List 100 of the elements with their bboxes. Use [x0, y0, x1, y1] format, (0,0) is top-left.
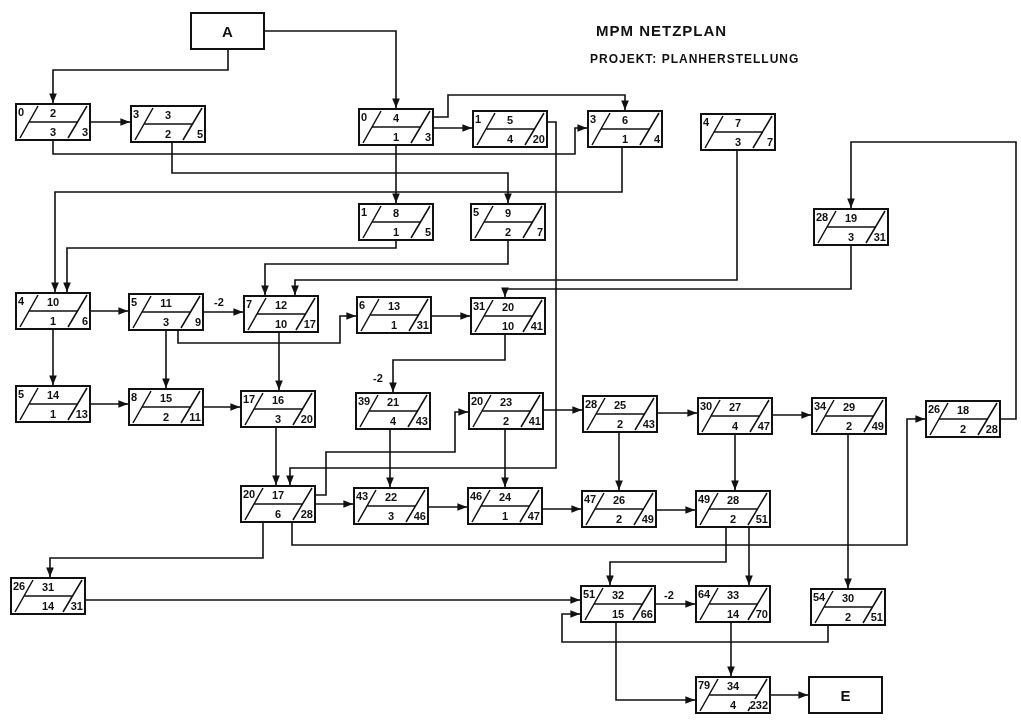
duration: 2 [504, 226, 512, 238]
activity-number: 20 [501, 301, 515, 313]
duration: 4 [729, 699, 737, 711]
earliest-start: 20 [243, 488, 256, 500]
duration: 1 [621, 133, 629, 145]
latest-start: 66 [640, 608, 653, 620]
activity-number: 10 [46, 296, 60, 308]
activity-box [130, 105, 206, 143]
connector-arrow [656, 506, 696, 514]
earliest-start: 26 [13, 580, 26, 592]
activity-box [356, 296, 432, 334]
duration: 3 [847, 231, 855, 243]
duration: 1 [49, 315, 57, 327]
latest-start: 28 [985, 423, 998, 435]
activity-number: 6 [621, 114, 629, 126]
activity-box [580, 585, 656, 623]
connector-arrow [433, 94, 629, 118]
duration: 2 [729, 513, 737, 525]
earliest-start: 47 [584, 493, 597, 505]
latest-start: 11 [189, 411, 201, 423]
connector-arrow [501, 429, 509, 488]
earliest-start: 5 [473, 206, 480, 218]
latest-start: 47 [527, 510, 540, 522]
activity-number: 7 [734, 117, 742, 129]
activity-number: 18 [956, 404, 970, 416]
activity-box [695, 585, 771, 623]
connector-arrow [46, 522, 264, 578]
earliest-start: 31 [473, 300, 486, 312]
activity-number: 19 [844, 212, 858, 224]
activity-box [470, 203, 546, 241]
duration: 4 [506, 133, 514, 145]
connector-arrow [770, 691, 809, 699]
earliest-start: 17 [243, 393, 256, 405]
duration: 2 [162, 411, 170, 423]
connector-arrow [844, 434, 852, 589]
activity-number: 8 [392, 207, 400, 219]
activity-box [582, 395, 658, 433]
earliest-start: 28 [816, 211, 829, 223]
duration: 3 [49, 126, 57, 138]
earliest-start: 3 [133, 108, 140, 120]
activity-number: 30 [841, 592, 855, 604]
activity-number: 9 [504, 207, 512, 219]
earliest-start: 46 [470, 490, 483, 502]
duration: 2 [164, 128, 172, 140]
duration: 4 [389, 415, 397, 427]
terminal-label: A [222, 22, 233, 40]
connector-arrow [291, 150, 738, 296]
duration: 2 [616, 418, 624, 430]
earliest-start: 0 [361, 111, 368, 123]
activity-box [15, 385, 91, 423]
activity-number: 34 [726, 680, 740, 692]
connector-arrow [745, 527, 753, 586]
connector-arrow [275, 332, 283, 391]
earliest-start: 1 [475, 113, 482, 125]
duration: 14 [726, 608, 740, 620]
duration: 2 [844, 611, 852, 623]
duration: 3 [387, 510, 395, 522]
activity-box [468, 392, 544, 430]
latest-start: 47 [757, 420, 770, 432]
duration: 1 [392, 131, 400, 143]
connector-arrow [428, 503, 468, 511]
edge-label: -2 [213, 296, 225, 308]
earliest-start: 28 [585, 398, 598, 410]
connector-arrow [51, 147, 623, 293]
activity-number: 33 [726, 589, 740, 601]
activity-number: 12 [274, 299, 288, 311]
activity-number: 13 [387, 300, 401, 312]
duration: 10 [274, 318, 288, 330]
connector-arrow [272, 427, 280, 486]
latest-start: 51 [870, 611, 883, 623]
latest-start: 232 [749, 699, 768, 711]
diagram-title: MPM NETZPLAN [596, 22, 728, 39]
earliest-start: 30 [700, 400, 713, 412]
activity-box [700, 113, 776, 151]
connector-arrow [389, 334, 506, 393]
latest-start: 41 [528, 415, 541, 427]
terminal-box [190, 12, 265, 50]
connector-arrow [615, 432, 623, 491]
connector-arrow [49, 49, 229, 104]
connector-arrow [261, 240, 509, 296]
activity-box [15, 292, 91, 330]
connector-arrow [177, 312, 357, 344]
latest-start: 51 [755, 513, 768, 525]
latest-start: 20 [300, 413, 313, 425]
earliest-start: 26 [928, 403, 941, 415]
duration: 6 [274, 508, 282, 520]
connector-arrow [543, 406, 583, 414]
connector-arrow [90, 400, 129, 408]
activity-box [128, 293, 204, 331]
earliest-start: 39 [358, 395, 371, 407]
connector-arrow [63, 240, 397, 293]
activity-box [353, 487, 429, 525]
edge-label: -2 [372, 372, 384, 384]
earliest-start: 4 [703, 116, 710, 128]
connector-arrow [606, 527, 727, 586]
activity-number: 16 [271, 394, 285, 406]
earliest-start: 0 [18, 106, 25, 118]
activity-box [128, 388, 204, 426]
activity-box [810, 588, 886, 626]
latest-start: 43 [642, 418, 655, 430]
